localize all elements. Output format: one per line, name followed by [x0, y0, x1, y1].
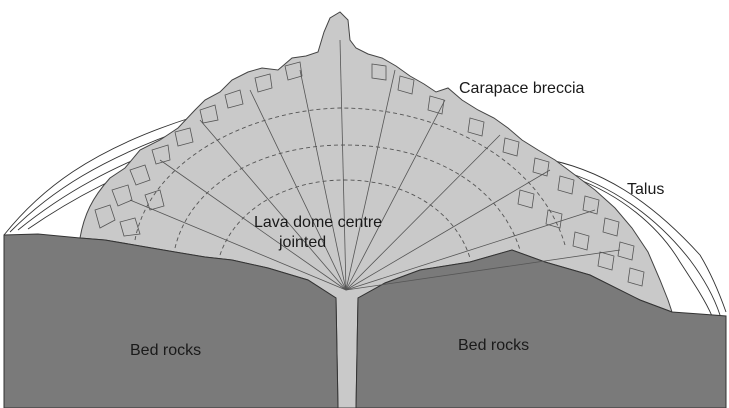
bed-rocks-right-label: Bed rocks [458, 337, 529, 354]
talus-label: Talus [627, 181, 664, 198]
jointed-label: jointed [278, 234, 326, 251]
carapace-breccia-label: Carapace breccia [459, 80, 585, 97]
bedrock-right [356, 250, 726, 408]
bed-rocks-left-label: Bed rocks [130, 342, 201, 359]
lava-dome-centre-label: Lava dome centre [254, 214, 382, 231]
